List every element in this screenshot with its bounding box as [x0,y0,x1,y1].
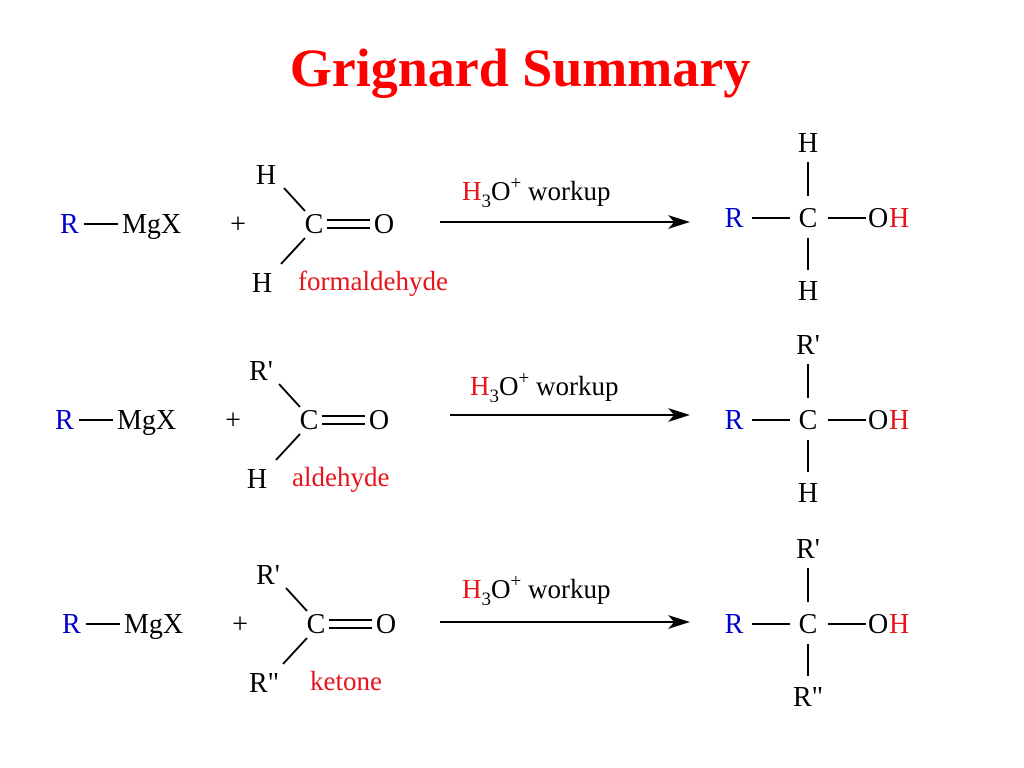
reaction-0-carbonyl-label: formaldehyde [298,266,448,296]
reaction-1-reagent-r: R [55,405,74,436]
reaction-1-conditions: H3O+ workup [470,368,618,407]
reaction-1-conditions-h: H [470,371,490,401]
reaction-0-conditions: H3O+ workup [462,173,610,212]
reaction-0-plus: + [230,209,246,240]
reaction-0-conditions-sub: 3 [482,191,492,212]
reaction-2-carbonyl-bottom-bond [282,637,308,665]
reaction-1-carbonyl-top-bond [278,383,301,408]
reaction-1-arrow-head [668,408,690,422]
reaction-2-conditions-sub: 3 [482,589,492,610]
reaction-0-arrow-head [668,215,690,229]
reaction-1-conditions-o: O [499,371,519,401]
reaction-2-plus: + [232,609,248,640]
reaction-2-conditions-rest: workup [521,574,610,604]
reaction-0-reagent-mgx: MgX [122,209,181,240]
reaction-1-product-top: R' [796,330,820,361]
reaction-1-product-o: O [868,405,888,436]
reaction-0-carbonyl-oxygen: O [374,209,394,240]
reaction-1-carbonyl-oxygen: O [369,405,389,436]
reaction-0-product-r: R [725,203,744,234]
reaction-1-carbonyl-carbon: C [300,405,319,436]
reaction-1-product-carbon: C [799,405,818,436]
reaction-1-product-r: R [725,405,744,436]
reaction-0-carbonyl-carbon: C [305,209,324,240]
reaction-1-conditions-sub: 3 [490,386,500,407]
reaction-2-product-bottom: R" [793,682,823,713]
reaction-0-product-top: H [798,128,818,159]
reaction-0-reagent-r: R [60,209,79,240]
reaction-2-carbonyl-top: R' [256,560,280,591]
reaction-0-product-h: H [889,203,909,234]
reaction-1-carbonyl-bottom-bond [275,433,301,461]
reaction-2-carbonyl-carbon: C [307,609,326,640]
reaction-1-conditions-sup: + [519,368,530,389]
reaction-1-product-h: H [889,405,909,436]
reaction-0-product-bottom: H [798,276,818,307]
reaction-2-conditions-h: H [462,574,482,604]
reaction-1-conditions-rest: workup [529,371,618,401]
reaction-2-carbonyl-top-bond [285,587,308,612]
reaction-2-carbonyl-oxygen: O [376,609,396,640]
reaction-1-carbonyl-label: aldehyde [292,462,389,492]
reaction-0-carbonyl-top-bond [283,187,306,212]
reaction-2-product-top: R' [796,534,820,565]
reaction-2-product-h: H [889,609,909,640]
slide-title: Grignard Summary [290,38,751,98]
reaction-0-conditions-rest: workup [521,176,610,206]
reaction-2-carbonyl-label: ketone [310,666,382,696]
reaction-0-product-o: O [868,203,888,234]
reaction-2-product-r: R [725,609,744,640]
reaction-0-conditions-sup: + [511,173,522,194]
reaction-2-product-o: O [868,609,888,640]
reaction-0-product-carbon: C [799,203,818,234]
reaction-1-plus: + [225,405,241,436]
reaction-1-carbonyl-top: R' [249,356,273,387]
reaction-0-carbonyl-top: H [256,160,276,191]
reaction-2-conditions-sup: + [511,571,522,592]
reaction-1-reagent-mgx: MgX [117,405,176,436]
reaction-2-reagent-r: R [62,609,81,640]
reaction-2-arrow-head [668,615,690,629]
reaction-1-carbonyl-bottom: H [247,464,267,495]
reaction-2-conditions-o: O [491,574,511,604]
reaction-2-conditions: H3O+ workup [462,571,610,610]
reaction-2-product-carbon: C [799,609,818,640]
reaction-2-reagent-mgx: MgX [124,609,183,640]
reaction-0-carbonyl-bottom: H [252,268,272,299]
reaction-0-conditions-h: H [462,176,482,206]
reaction-1-product-bottom: H [798,478,818,509]
reaction-2-carbonyl-bottom: R" [249,668,279,699]
reaction-0-carbonyl-bottom-bond [280,237,306,265]
reaction-0-conditions-o: O [491,176,511,206]
